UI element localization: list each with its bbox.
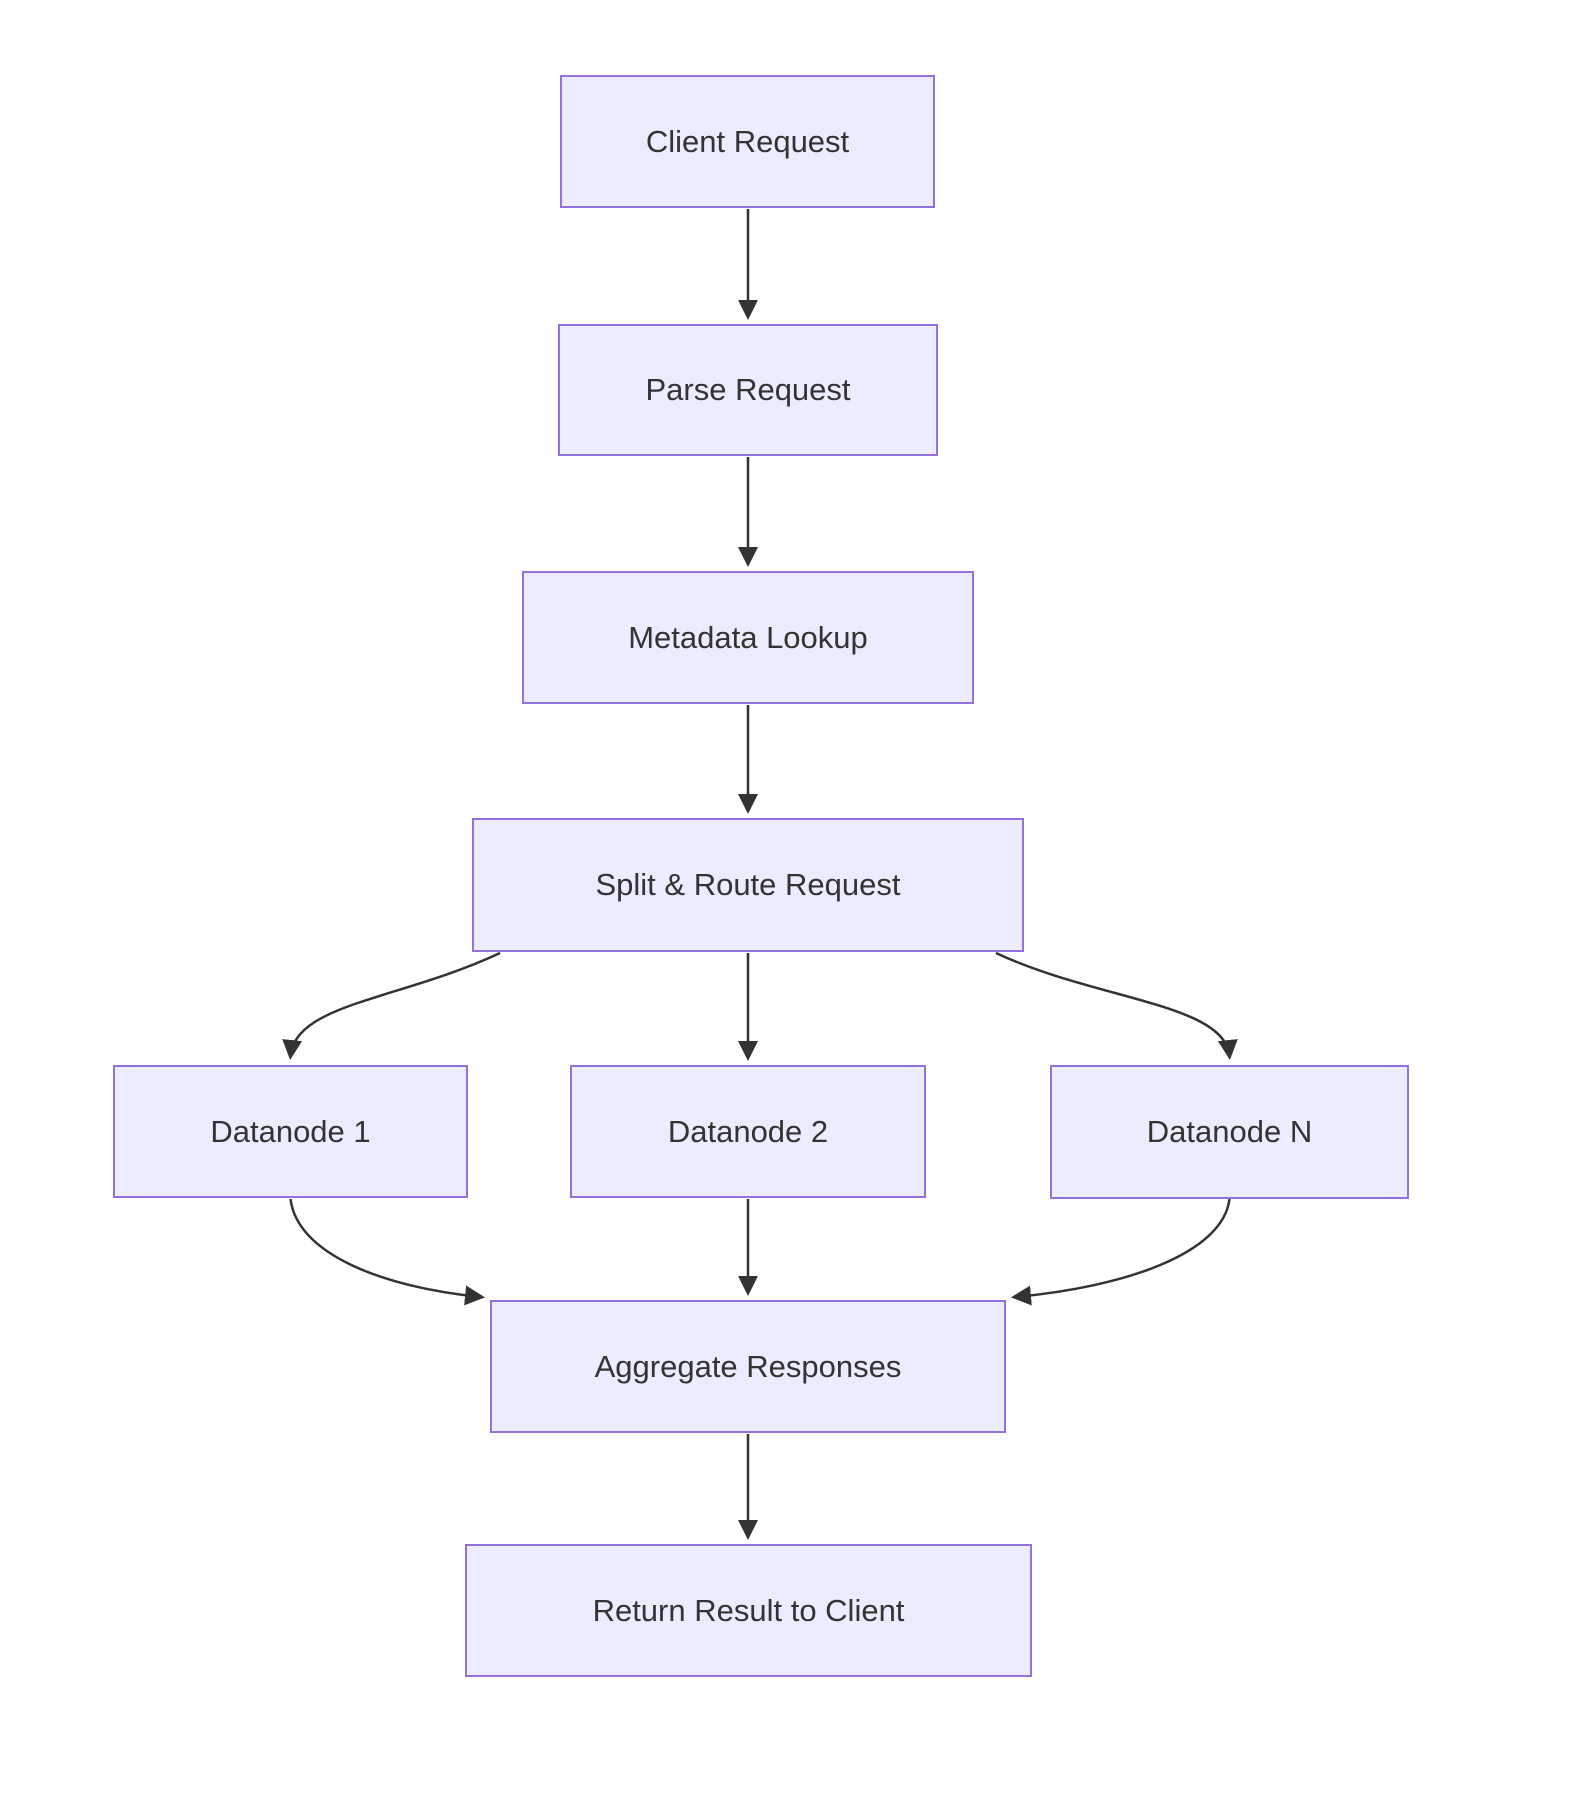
edge-datanodeN-to-aggregate bbox=[1011, 1198, 1231, 1306]
node-metadata-lookup: Metadata Lookup bbox=[522, 571, 974, 704]
edge-split-to-datanodeN bbox=[995, 951, 1238, 1060]
node-datanode-1-label: Datanode 1 bbox=[210, 1113, 371, 1149]
node-datanode-n-label: Datanode N bbox=[1146, 1114, 1313, 1150]
node-datanode-2-label: Datanode 2 bbox=[667, 1113, 829, 1149]
node-split-route-request-label: Split & Route Request bbox=[595, 867, 901, 903]
node-parse-request: Parse Request bbox=[558, 324, 938, 456]
node-parse-request-label: Parse Request bbox=[645, 372, 851, 408]
node-datanode-2: Datanode 2 bbox=[570, 1065, 926, 1198]
node-client-request-label: Client Request bbox=[645, 123, 850, 159]
edge-split-to-datanode1 bbox=[282, 951, 501, 1060]
node-datanode-1: Datanode 1 bbox=[113, 1065, 468, 1198]
node-split-route-request: Split & Route Request bbox=[472, 818, 1024, 952]
node-client-request: Client Request bbox=[560, 75, 935, 208]
edge-datanode1-to-aggregate bbox=[289, 1198, 485, 1306]
node-metadata-lookup-label: Metadata Lookup bbox=[628, 619, 868, 655]
node-return-result-label: Return Result to Client bbox=[592, 1592, 905, 1628]
node-aggregate-responses: Aggregate Responses bbox=[490, 1300, 1006, 1433]
node-datanode-n: Datanode N bbox=[1050, 1065, 1409, 1199]
node-return-result: Return Result to Client bbox=[465, 1544, 1032, 1677]
node-aggregate-responses-label: Aggregate Responses bbox=[594, 1348, 902, 1384]
